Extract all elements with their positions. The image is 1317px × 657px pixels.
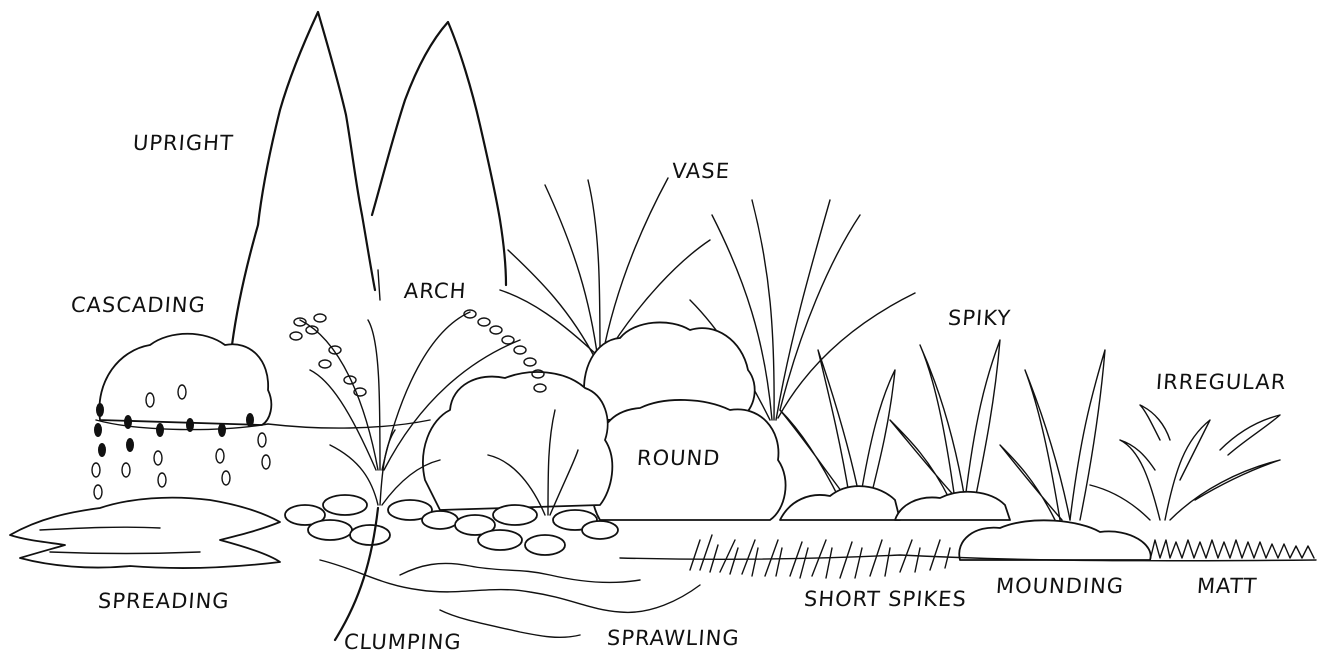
label-upright: UPRIGHT [132,131,234,155]
spiky-plants [780,340,1105,520]
mounding-shrubs [780,486,1151,560]
label-vase: VASE [671,159,731,183]
matt-groundcover [1150,540,1314,560]
label-matt: MATT [1196,574,1258,598]
label-sprawling: SPRAWLING [606,626,740,650]
label-short-spikes: SHORT SPIKES [803,587,967,611]
irregular-plant [1090,405,1280,520]
short-spikes [690,535,950,578]
label-clumping: CLUMPING [343,630,462,654]
label-irregular: IRREGULAR [1155,370,1287,394]
spreading-groundcover [10,498,280,568]
label-cascading: CASCADING [70,293,206,317]
round-shrubs [423,322,786,520]
label-round: ROUND [636,446,721,470]
label-arch: ARCH [403,279,467,303]
label-mounding: MOUNDING [995,574,1125,598]
label-spreading: SPREADING [97,589,230,613]
label-spiky: SPIKY [947,306,1012,330]
